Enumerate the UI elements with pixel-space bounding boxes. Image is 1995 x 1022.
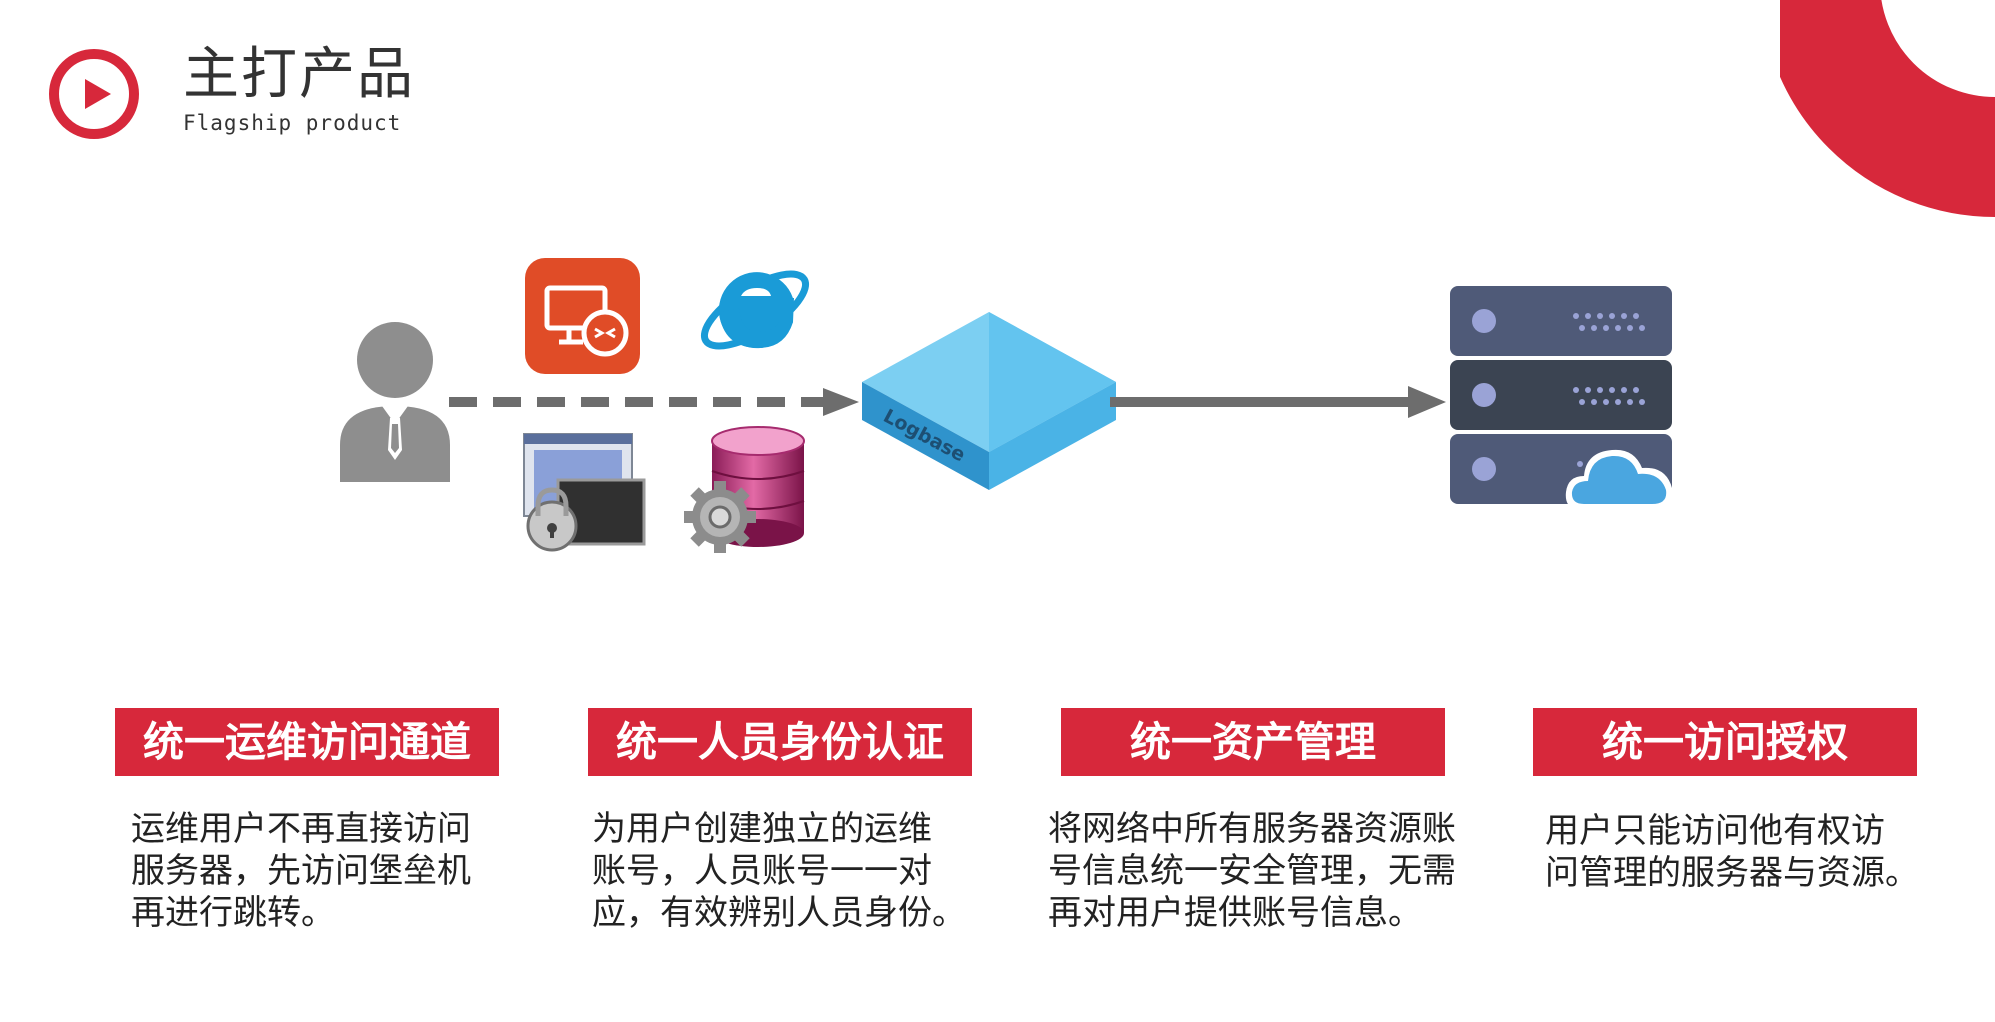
page-subtitle: Flagship product: [183, 111, 402, 135]
server-rack-icon: [1450, 286, 1672, 504]
cloud-icon: [1565, 449, 1673, 510]
page-title: 主打产品: [183, 42, 415, 107]
play-icon: [49, 49, 139, 139]
feature-title-3: 统一资产管理: [1061, 708, 1445, 776]
feature-desc-4: 用户只能访问他有权访 问管理的服务器与资源。: [1545, 811, 1919, 893]
feature-desc-3: 将网络中所有服务器资源账 号信息统一安全管理，无需 再对用户提供账号信息。: [1048, 809, 1456, 933]
solid-arrow: [1110, 386, 1446, 418]
feature-title-4: 统一访问授权: [1533, 708, 1917, 776]
ssh-terminal-icon: [523, 433, 646, 552]
feature-desc-2: 为用户创建独立的运维 账号，人员账号一一对 应，有效辨别人员身份。: [592, 809, 966, 933]
architecture-diagram: Logbase: [340, 258, 1673, 553]
dashed-arrow: [449, 388, 859, 416]
internet-explorer-icon: [700, 270, 810, 350]
feature-title-1: 统一运维访问通道: [115, 708, 499, 776]
remote-desktop-icon: [525, 258, 640, 374]
user-icon: [340, 322, 450, 482]
logbase-gateway-icon: Logbase: [862, 312, 1116, 490]
database-icon: [684, 426, 805, 553]
feature-desc-1: 运维用户不再直接访问 服务器，先访问堡垒机 再进行跳转。: [131, 809, 471, 933]
feature-title-2: 统一人员身份认证: [588, 708, 972, 776]
